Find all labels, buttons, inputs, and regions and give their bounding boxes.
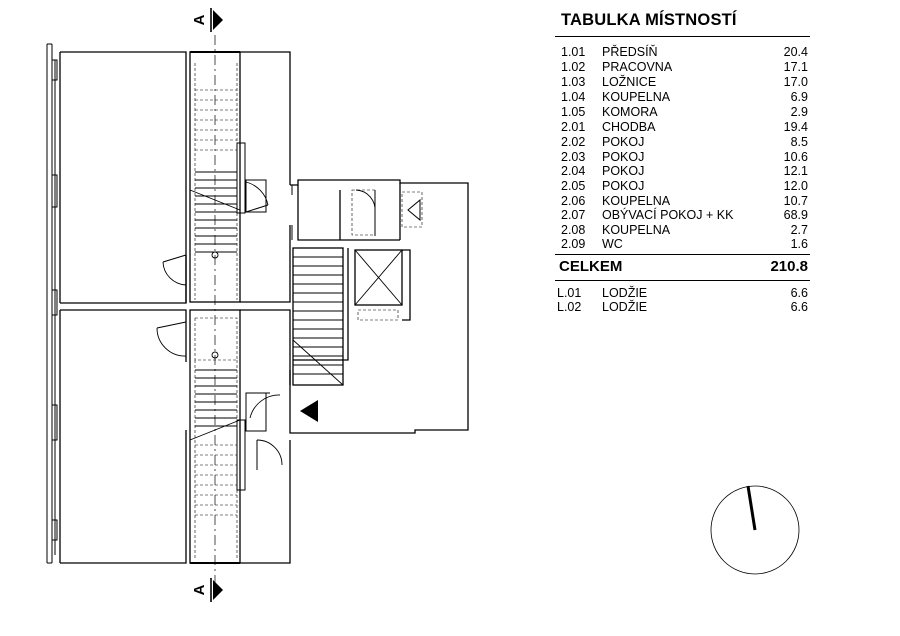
room-area: 12.1 <box>783 164 808 178</box>
room-number: 1.04 <box>561 90 586 104</box>
room-area: 6.9 <box>790 90 808 104</box>
room-name: PŘEDSÍŇ <box>602 45 658 59</box>
room-name: POKOJ <box>602 135 645 149</box>
door-upper-room <box>162 254 187 286</box>
room-area: 17.1 <box>783 60 808 74</box>
left-facade-windows <box>46 43 58 564</box>
room-number: 1.05 <box>561 105 586 119</box>
room-number: 1.01 <box>561 45 586 59</box>
room-name: PRACOVNA <box>602 60 673 74</box>
room-table-divider <box>555 280 810 281</box>
room-name: KOUPELNA <box>602 223 671 237</box>
room-area: 20.4 <box>783 45 808 59</box>
room-name: POKOJ <box>602 164 645 178</box>
table-row: 2.05 POKOJ 12.0 <box>555 179 808 193</box>
stair-core <box>292 247 349 386</box>
stair-lower <box>189 309 246 564</box>
table-row: 2.07 OBÝVACÍ POKOJ + KK 68.9 <box>555 208 808 222</box>
table-row: 2.09 WC 1.6 <box>555 237 808 251</box>
section-mark-top: A <box>191 8 223 32</box>
stair-upper <box>189 51 246 303</box>
room-lower-left <box>59 309 187 564</box>
table-row: 1.01 PŘEDSÍŇ 20.4 <box>555 45 808 59</box>
room-area: 19.4 <box>783 120 808 134</box>
room-name: KOMORA <box>602 105 658 119</box>
corridor-upper <box>240 51 291 303</box>
table-row: 2.08 KOUPELNA 2.7 <box>555 223 808 237</box>
room-area: 1.6 <box>790 237 808 251</box>
loggia-name: LODŽIE <box>602 300 648 314</box>
loggia-area: 6.6 <box>790 286 808 300</box>
room-area: 2.9 <box>790 105 808 119</box>
loggia-number: L.02 <box>557 300 582 314</box>
table-row: 1.03 LOŽNICE 17.0 <box>555 75 808 89</box>
room-area: 8.5 <box>790 135 808 149</box>
entrance-arrow-icon <box>300 400 318 422</box>
room-number: 2.04 <box>561 164 586 178</box>
room-number: 2.06 <box>561 194 586 208</box>
room-area: 68.9 <box>783 208 808 222</box>
table-row: 2.04 POKOJ 12.1 <box>555 164 808 178</box>
loggia-row: L.02 LODŽIE 6.6 <box>555 300 808 314</box>
stair-right-small <box>401 191 423 228</box>
loggia-name: LODŽIE <box>602 286 648 300</box>
room-number: 2.02 <box>561 135 586 149</box>
room-upper-left <box>59 51 187 304</box>
table-row: 1.05 KOMORA 2.9 <box>555 105 808 119</box>
room-number: 1.03 <box>561 75 586 89</box>
room-name: KOUPELNA <box>602 194 671 208</box>
room-number: 2.05 <box>561 179 586 193</box>
total-label: CELKEM <box>559 258 623 275</box>
north-arrow-icon <box>710 485 800 575</box>
room-name: WC <box>602 237 623 251</box>
table-total-row: CELKEM 210.8 <box>555 258 808 276</box>
room-table-divider <box>555 36 810 37</box>
table-row: 2.03 POKOJ 10.6 <box>555 150 808 164</box>
room-name: OBÝVACÍ POKOJ + KK <box>602 208 734 222</box>
room-area: 2.7 <box>790 223 808 237</box>
room-table-title: TABULKA MÍSTNOSTÍ <box>561 11 737 29</box>
core-outline <box>289 179 469 434</box>
door-core-upper <box>351 189 376 236</box>
door-lower-room <box>156 321 187 357</box>
room-area: 17.0 <box>783 75 808 89</box>
lift-shaft <box>354 249 411 321</box>
room-number: 2.01 <box>561 120 586 134</box>
loggia-row: L.01 LODŽIE 6.6 <box>555 286 808 300</box>
table-row: 2.01 CHODBA 19.4 <box>555 120 808 134</box>
section-mark-bottom: A <box>191 578 223 602</box>
room-name: POKOJ <box>602 179 645 193</box>
loggia-area: 6.6 <box>790 300 808 314</box>
table-row: 2.06 KOUPELNA 10.7 <box>555 194 808 208</box>
room-number: 1.02 <box>561 60 586 74</box>
room-name: LOŽNICE <box>602 75 657 89</box>
room-name: POKOJ <box>602 150 645 164</box>
room-area: 10.7 <box>783 194 808 208</box>
table-row: 2.02 POKOJ 8.5 <box>555 135 808 149</box>
room-name: KOUPELNA <box>602 90 671 104</box>
room-number: 2.03 <box>561 150 586 164</box>
loggia-number: L.01 <box>557 286 582 300</box>
room-number: 2.09 <box>561 237 586 251</box>
room-area: 10.6 <box>783 150 808 164</box>
table-row: 1.02 PRACOVNA 17.1 <box>555 60 808 74</box>
room-area: 12.0 <box>783 179 808 193</box>
room-table-divider <box>555 254 810 255</box>
section-mark-top-label: A <box>191 14 208 25</box>
table-row: 1.04 KOUPELNA 6.9 <box>555 90 808 104</box>
total-value: 210.8 <box>770 258 808 275</box>
section-mark-bottom-label: A <box>191 584 208 595</box>
room-number: 2.07 <box>561 208 586 222</box>
corridor-lower <box>240 309 291 564</box>
room-number: 2.08 <box>561 223 586 237</box>
room-name: CHODBA <box>602 120 656 134</box>
